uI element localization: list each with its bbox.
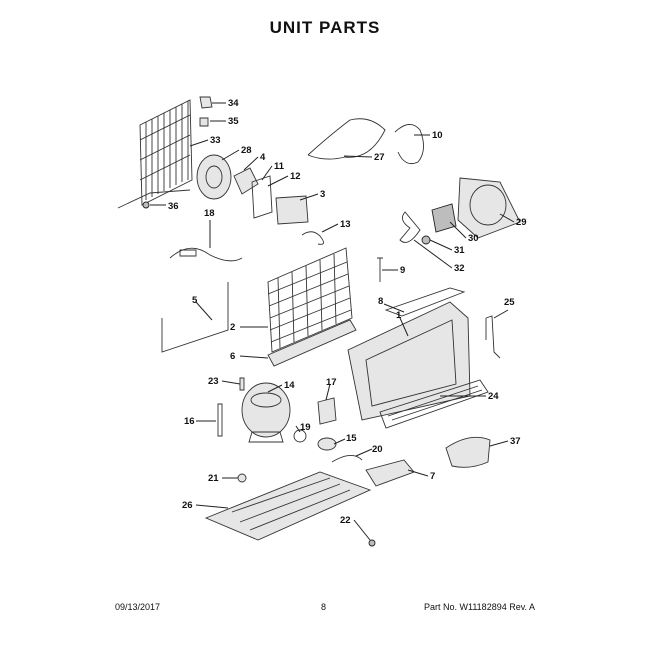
callout-5: 5 bbox=[192, 295, 198, 306]
part-30-fan-motor bbox=[431, 203, 457, 233]
callout-14: 14 bbox=[284, 380, 295, 391]
callout-33: 33 bbox=[210, 135, 221, 146]
part-16-drier bbox=[217, 403, 223, 437]
footer-date: 09/13/2017 bbox=[115, 602, 161, 612]
part-20-wire bbox=[331, 455, 363, 463]
callout-25: 25 bbox=[504, 297, 515, 308]
callout-labels: 34 35 33 28 4 11 12 3 13 36 18 10 27 29 … bbox=[168, 98, 527, 526]
part-21-grommet bbox=[237, 473, 247, 483]
part-3-control bbox=[275, 195, 309, 225]
callout-22: 22 bbox=[340, 515, 351, 526]
footer-page-number: 8 bbox=[321, 602, 327, 612]
callout-10: 10 bbox=[432, 130, 443, 141]
part-32-fan-blade bbox=[399, 211, 421, 243]
part-9-sensor bbox=[377, 257, 383, 282]
part-6-tray bbox=[267, 319, 357, 367]
callout-9: 9 bbox=[400, 265, 405, 276]
callout-23: 23 bbox=[208, 376, 219, 387]
callout-15: 15 bbox=[346, 433, 357, 444]
part-2-condenser bbox=[267, 247, 353, 353]
part-27-harness bbox=[307, 118, 386, 160]
part-13-wire bbox=[301, 231, 324, 245]
callout-13: 13 bbox=[340, 219, 351, 230]
part-15-grommet bbox=[317, 437, 337, 451]
part-35-screw bbox=[199, 117, 209, 127]
callout-8: 8 bbox=[378, 296, 383, 307]
callout-20: 20 bbox=[372, 444, 383, 455]
callout-17: 17 bbox=[326, 377, 337, 388]
callout-6: 6 bbox=[230, 351, 235, 362]
part-33-evaporator bbox=[117, 99, 193, 209]
callout-16: 16 bbox=[184, 416, 195, 427]
part-28-fan-shroud bbox=[196, 154, 232, 200]
callout-29: 29 bbox=[516, 217, 527, 228]
page-title: UNIT PARTS bbox=[269, 18, 381, 37]
callout-12: 12 bbox=[290, 171, 301, 182]
callout-36: 36 bbox=[168, 201, 179, 212]
callout-30: 30 bbox=[468, 233, 479, 244]
callout-4: 4 bbox=[260, 152, 266, 163]
part-10-harness bbox=[394, 124, 424, 165]
part-34-clip bbox=[199, 96, 213, 109]
callout-24: 24 bbox=[488, 391, 499, 402]
callout-27: 27 bbox=[374, 152, 385, 163]
callout-31: 31 bbox=[454, 245, 465, 256]
leader-lines bbox=[150, 102, 515, 541]
part-14-compressor bbox=[241, 382, 291, 443]
part-25-bracket bbox=[485, 315, 501, 359]
part-36-grommet bbox=[142, 201, 150, 209]
part-8-frame-top bbox=[384, 287, 466, 317]
part-7-bracket bbox=[365, 459, 415, 487]
callout-32: 32 bbox=[454, 263, 465, 274]
callout-19: 19 bbox=[300, 422, 311, 433]
part-26-base-plate bbox=[204, 471, 372, 541]
callout-26: 26 bbox=[182, 500, 193, 511]
part-18-harness bbox=[169, 247, 243, 262]
callout-28: 28 bbox=[241, 145, 252, 156]
callout-1: 1 bbox=[396, 310, 402, 321]
part-37-cover bbox=[445, 436, 491, 468]
callout-3: 3 bbox=[320, 189, 325, 200]
part-1-front-frame bbox=[347, 301, 471, 421]
footer-part-number: Part No. W11182894 Rev. A bbox=[424, 602, 536, 612]
callout-7: 7 bbox=[430, 471, 435, 482]
part-22-screw bbox=[368, 539, 376, 547]
callout-37: 37 bbox=[510, 436, 521, 447]
callout-35: 35 bbox=[228, 116, 239, 127]
callout-11: 11 bbox=[274, 161, 285, 172]
part-23-bolt bbox=[239, 377, 245, 391]
part-24-panel bbox=[379, 379, 489, 429]
part-5-heater bbox=[161, 282, 229, 353]
part-29-fan-shroud bbox=[457, 177, 521, 239]
callout-18: 18 bbox=[204, 208, 215, 219]
callout-2: 2 bbox=[230, 322, 235, 333]
part-31-nut bbox=[421, 235, 431, 245]
part-17-relay bbox=[317, 397, 337, 425]
callout-21: 21 bbox=[208, 473, 219, 484]
callout-34: 34 bbox=[228, 98, 239, 109]
part-19-overload bbox=[293, 429, 307, 443]
